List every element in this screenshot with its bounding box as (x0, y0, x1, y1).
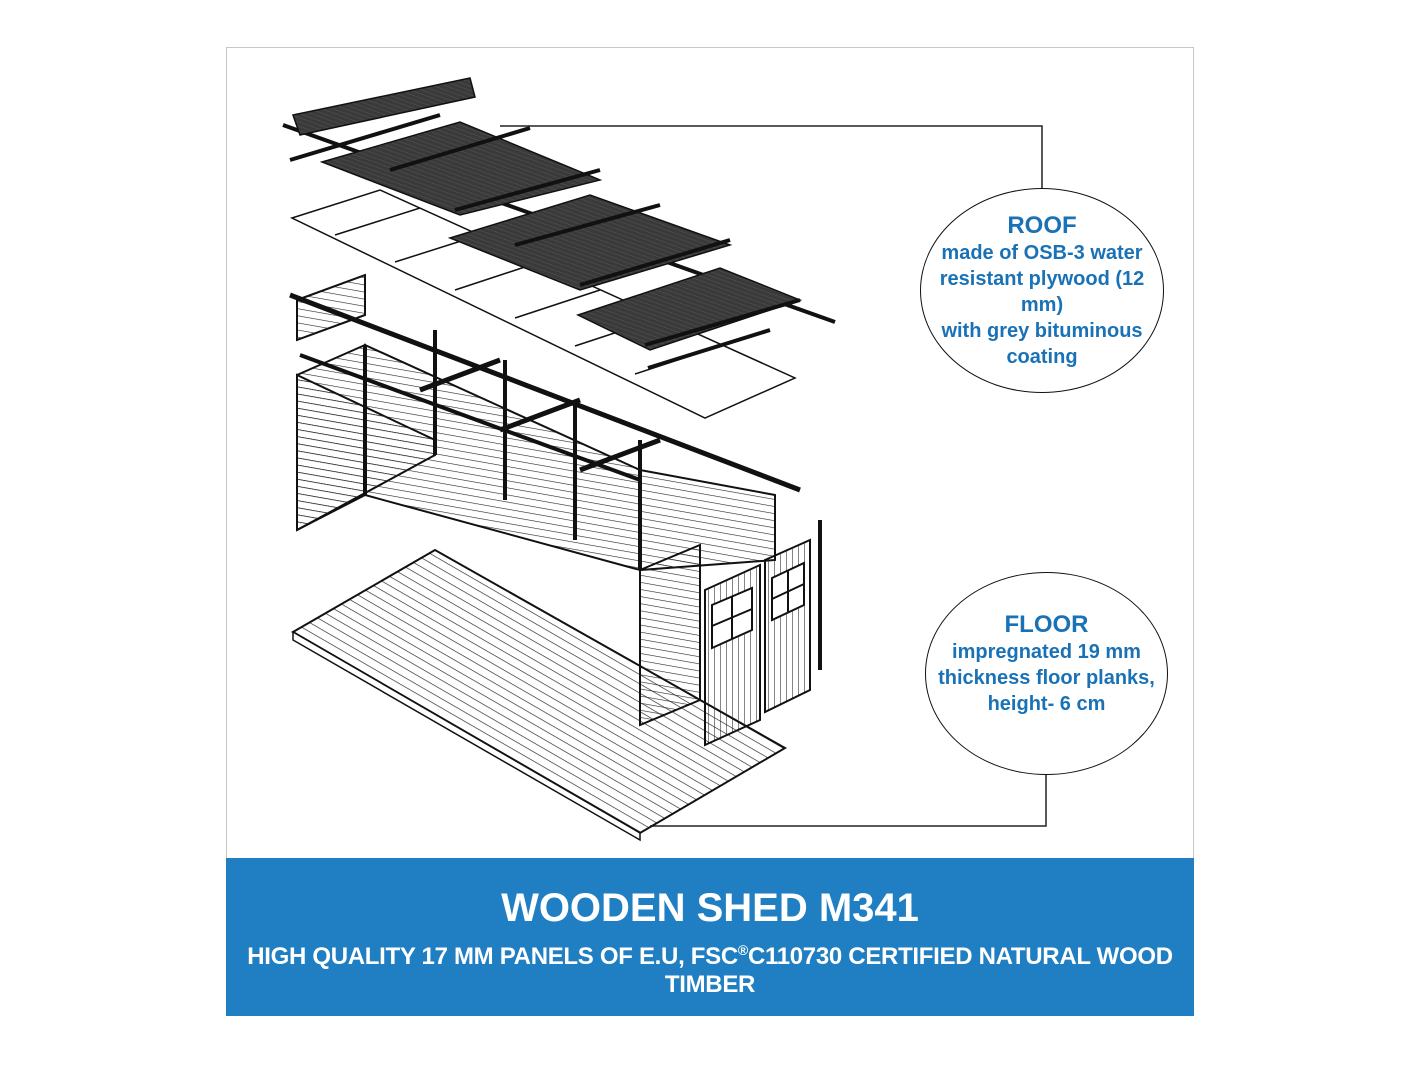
roof-callout: ROOF made of OSB-3 water resistant plywo… (920, 188, 1164, 393)
floor-connector-line (650, 775, 1047, 827)
registered-mark: ® (737, 942, 748, 958)
double-door (704, 520, 822, 747)
floor-planks (291, 548, 788, 842)
floor-callout-line: thickness floor planks, (938, 666, 1155, 689)
product-title: WOODEN SHED M341 (501, 886, 919, 930)
subtitle-part: C110730 CERTIFIED NATURAL WOOD TIMBER (664, 943, 1173, 998)
product-banner: WOODEN SHED M341 HIGH QUALITY 17 MM PANE… (226, 858, 1194, 1016)
floor-callout-line: impregnated 19 mm (952, 640, 1141, 663)
product-subtitle: HIGH QUALITY 17 MM PANELS OF E.U, FSC®C1… (226, 942, 1194, 999)
roof-panels (282, 77, 836, 370)
roof-connector-line (500, 125, 1043, 188)
subtitle-part: HIGH QUALITY 17 MM PANELS OF E.U, FSC (247, 943, 738, 970)
walls (289, 273, 801, 727)
floor-callout-title: FLOOR (1004, 610, 1089, 638)
roof-callout-line: resistant plywood (12 mm) (939, 267, 1145, 316)
roof-callout-line: with grey bituminous (941, 319, 1143, 342)
roof-callout-title: ROOF (1007, 211, 1077, 239)
floor-callout: FLOOR impregnated 19 mm thickness floor … (925, 572, 1168, 775)
roof-callout-line: made of OSB-3 water (941, 241, 1143, 264)
roof-callout-line: coating (1006, 345, 1078, 368)
floor-callout-line: height- 6 cm (987, 692, 1106, 715)
